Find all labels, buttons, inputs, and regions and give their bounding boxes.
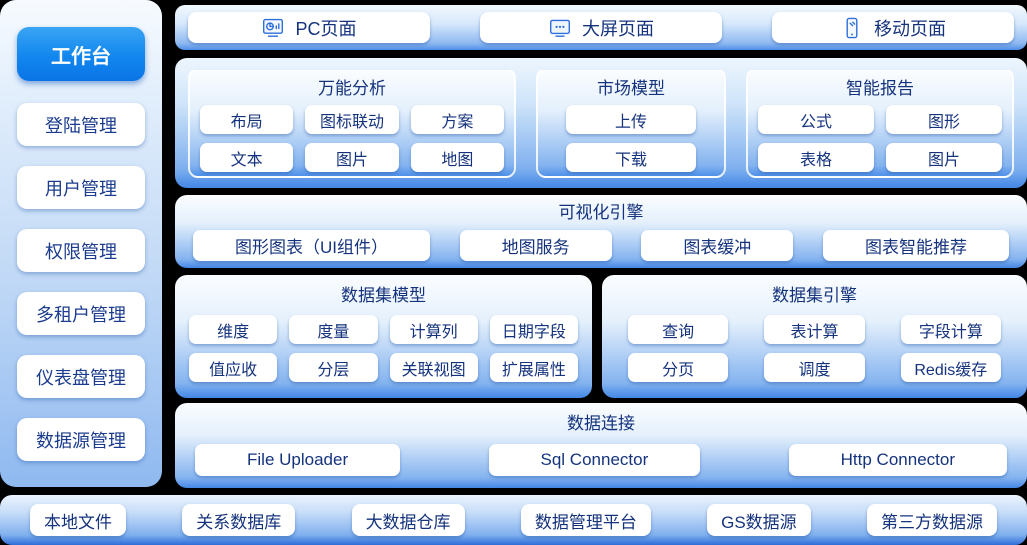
sidebar-item[interactable]: 数据源管理	[17, 418, 145, 461]
feature-grid: 上传下载	[548, 105, 714, 172]
dataset-feature-button[interactable]: 计算列	[389, 315, 478, 344]
feature-button[interactable]: 上传	[566, 105, 696, 134]
feature-button[interactable]: 布局	[200, 105, 294, 134]
panel-universal-analysis: 万能分析 布局图标联动方案文本图片地图	[188, 68, 516, 178]
dataset-feature-button[interactable]: 值应收	[189, 353, 278, 382]
feature-button[interactable]: 图片	[886, 143, 1002, 172]
panel-title: 智能报告	[846, 79, 914, 98]
analysis-row: 万能分析 布局图标联动方案文本图片地图 市场模型 上传下载 智能报告 公式图形表…	[175, 58, 1027, 188]
panel-data-connect: 数据连接 File Uploader Sql Connector Http Conn…	[175, 403, 1027, 488]
feature-grid: 公式图形表格图片	[758, 105, 1002, 172]
feature-grid: 查询 表计算 字段计算分页 调度 Redis缓存	[628, 315, 1001, 382]
bigscreen-monitor-icon	[548, 16, 572, 40]
sidebar-item[interactable]: 仪表盘管理	[17, 355, 145, 398]
feature-button[interactable]: 图片	[305, 143, 399, 172]
dataset-feature-button[interactable]: 关联视图	[389, 353, 478, 382]
feature-button[interactable]: 图标联动	[305, 105, 399, 134]
connector-buttons: File Uploader Sql Connector Http Connector	[195, 444, 1007, 476]
panel-dataset-engine: 数据集引擎 查询 表计算 字段计算分页 调度 Redis缓存	[602, 275, 1027, 398]
viz-engine-buttons: 图形图表（UI组件） 地图服务图表缓冲图表智能推荐	[193, 230, 1009, 261]
viz-engine-button[interactable]: 图表智能推荐	[822, 230, 1009, 261]
connector-button[interactable]: File Uploader	[195, 444, 401, 476]
section-title: 数据连接	[567, 414, 635, 433]
dataset-feature-button[interactable]: 分页	[628, 353, 729, 382]
datasource-button[interactable]: 本地文件	[30, 504, 126, 536]
dataset-feature-button[interactable]: 日期字段	[489, 315, 578, 344]
feature-button[interactable]: 地图	[410, 143, 504, 172]
mobile-phone-icon	[840, 16, 864, 40]
pc-monitor-chart-icon	[261, 16, 285, 40]
datasource-button[interactable]: GS数据源	[707, 504, 811, 536]
label: PC页面	[295, 18, 357, 39]
page-type-button[interactable]: 大屏页面	[480, 12, 722, 43]
dataset-feature-button[interactable]: 扩展属性	[489, 353, 578, 382]
feature-grid: 维度度量计算列日期字段值应收分层关联视图扩展属性	[189, 315, 578, 382]
dataset-feature-button[interactable]: 查询	[628, 315, 729, 344]
panel-dataset-model: 数据集模型 维度度量计算列日期字段值应收分层关联视图扩展属性	[175, 275, 592, 398]
dataset-feature-button[interactable]: 调度	[764, 353, 865, 382]
dataset-feature-button[interactable]: 分层	[289, 353, 378, 382]
page-type-button[interactable]: 移动页面	[772, 12, 1014, 43]
sidebar-item-workbench[interactable]: 工作台	[17, 27, 145, 81]
sidebar-menu: 登陆管理用户管理权限管理多租户管理仪表盘管理数据源管理	[17, 103, 145, 461]
sidebar-item[interactable]: 权限管理	[17, 229, 145, 272]
sidebar-item[interactable]: 登陆管理	[17, 103, 145, 146]
panel-smart-report: 智能报告 公式图形表格图片	[746, 68, 1014, 178]
feature-button[interactable]: 公式	[758, 105, 874, 134]
feature-button[interactable]: 图形	[886, 105, 1002, 134]
viz-engine-button[interactable]: 图形图表（UI组件）	[193, 230, 430, 261]
main-area: PC页面大屏页面移动页面 万能分析 布局图标联动方案文本图片地图 市场模型 上传…	[175, 5, 1027, 488]
sidebar-item[interactable]: 用户管理	[17, 166, 145, 209]
datasource-bar: 本地文件 关系数据库 大数据仓库 数据管理平台 GS数据源 第三方数据源	[0, 495, 1027, 545]
page-type-bar: PC页面 大屏页面 移动页面	[175, 5, 1027, 50]
datasource-button[interactable]: 大数据仓库	[351, 504, 465, 536]
dataset-feature-button[interactable]: 字段计算	[900, 315, 1001, 344]
dataset-feature-button[interactable]: 表计算	[764, 315, 865, 344]
dataset-feature-button[interactable]: 度量	[289, 315, 378, 344]
dataset-feature-button[interactable]: 维度	[189, 315, 278, 344]
datasource-button[interactable]: 数据管理平台	[520, 504, 651, 536]
panel-title: 市场模型	[597, 79, 665, 98]
label: 移动页面	[874, 18, 946, 39]
connector-button[interactable]: Http Connector	[788, 444, 1007, 476]
section-title: 数据集引擎	[772, 286, 857, 305]
feature-button[interactable]: 方案	[410, 105, 504, 134]
datasource-button[interactable]: 关系数据库	[182, 504, 296, 536]
feature-button[interactable]: 表格	[758, 143, 874, 172]
panel-title: 万能分析	[318, 79, 386, 98]
panel-visualization-engine: 可视化引擎 图形图表（UI组件） 地图服务图表缓冲图表智能推荐	[175, 195, 1027, 268]
connector-button[interactable]: Sql Connector	[488, 444, 701, 476]
viz-engine-button[interactable]: 地图服务	[459, 230, 612, 261]
section-title: 数据集模型	[341, 286, 426, 305]
label: 大屏页面	[582, 18, 654, 39]
sidebar-item[interactable]: 多租户管理	[17, 292, 145, 335]
datasource-button[interactable]: 第三方数据源	[866, 504, 997, 536]
feature-grid: 布局图标联动方案文本图片地图	[200, 105, 504, 172]
feature-button[interactable]: 下载	[566, 143, 696, 172]
sidebar: 工作台 登陆管理用户管理权限管理多租户管理仪表盘管理数据源管理	[0, 0, 162, 487]
panel-market-model: 市场模型 上传下载	[536, 68, 726, 178]
section-title: 可视化引擎	[558, 203, 644, 222]
dataset-row: 数据集模型 维度度量计算列日期字段值应收分层关联视图扩展属性 数据集引擎 查询 表…	[175, 275, 1027, 398]
page-type-button[interactable]: PC页面	[188, 12, 430, 43]
feature-button[interactable]: 文本	[200, 143, 294, 172]
dataset-feature-button[interactable]: Redis缓存	[900, 353, 1001, 382]
viz-engine-button[interactable]: 图表缓冲	[641, 230, 794, 261]
